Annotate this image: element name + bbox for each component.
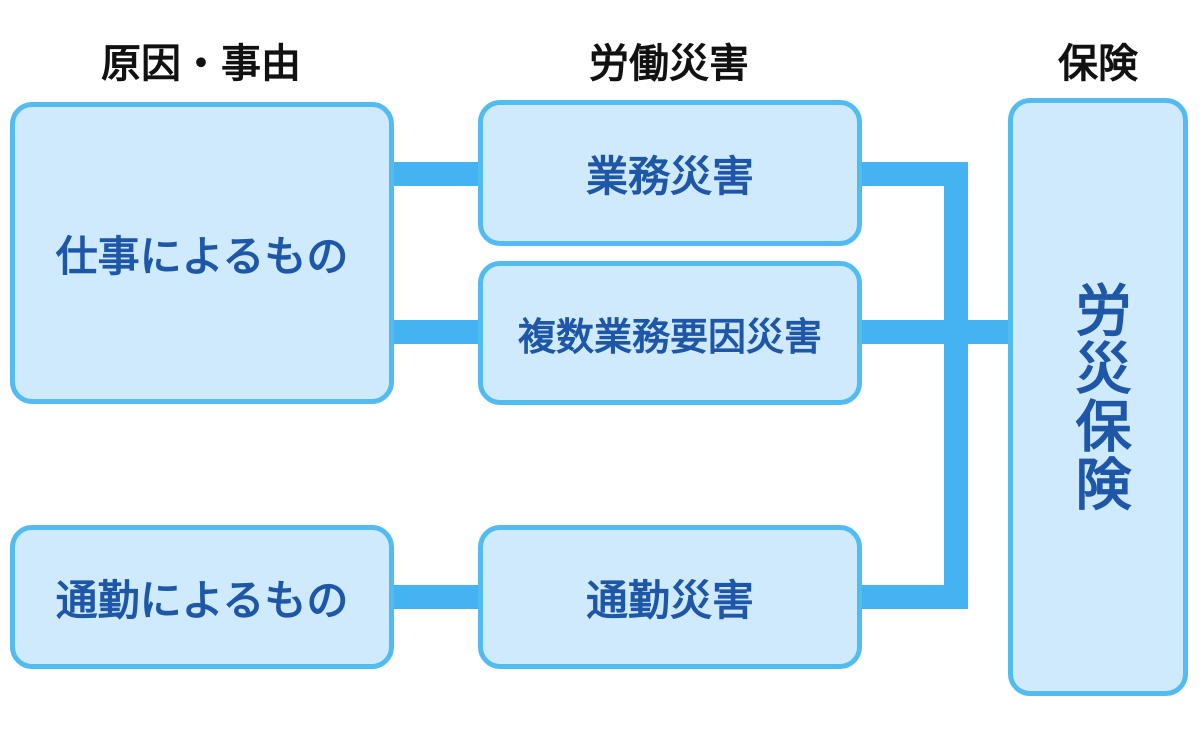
header-accident: 労働災害 [589,41,749,87]
insurance-label: 労災保険 [1066,281,1131,513]
header-cause: 原因・事由 [101,41,301,87]
accident-box-multiple: 複数業務要因災害 [478,261,862,405]
connector-work-to-multiple [390,320,482,344]
accident-label-multiple: 複数業務要因災害 [517,314,822,359]
cause-box-work: 仕事によるもの [10,102,394,404]
cause-label-commute: 通勤によるもの [55,575,349,625]
connector-trunk-to-insurance [944,320,1014,344]
header-insurance: 保険 [1058,41,1138,87]
connector-trunk-vertical [944,162,968,609]
connector-work-to-business [390,162,482,186]
accident-label-business: 業務災害 [585,151,754,201]
cause-box-commute: 通勤によるもの [10,525,394,669]
connector-commute-to-commute-accident [390,585,482,609]
accident-box-business: 業務災害 [478,100,862,246]
accident-label-commute: 通勤災害 [585,575,754,625]
insurance-box: 労災保険 [1008,98,1188,696]
accident-box-commute: 通勤災害 [478,525,862,669]
cause-label-work: 仕事によるもの [55,231,349,281]
